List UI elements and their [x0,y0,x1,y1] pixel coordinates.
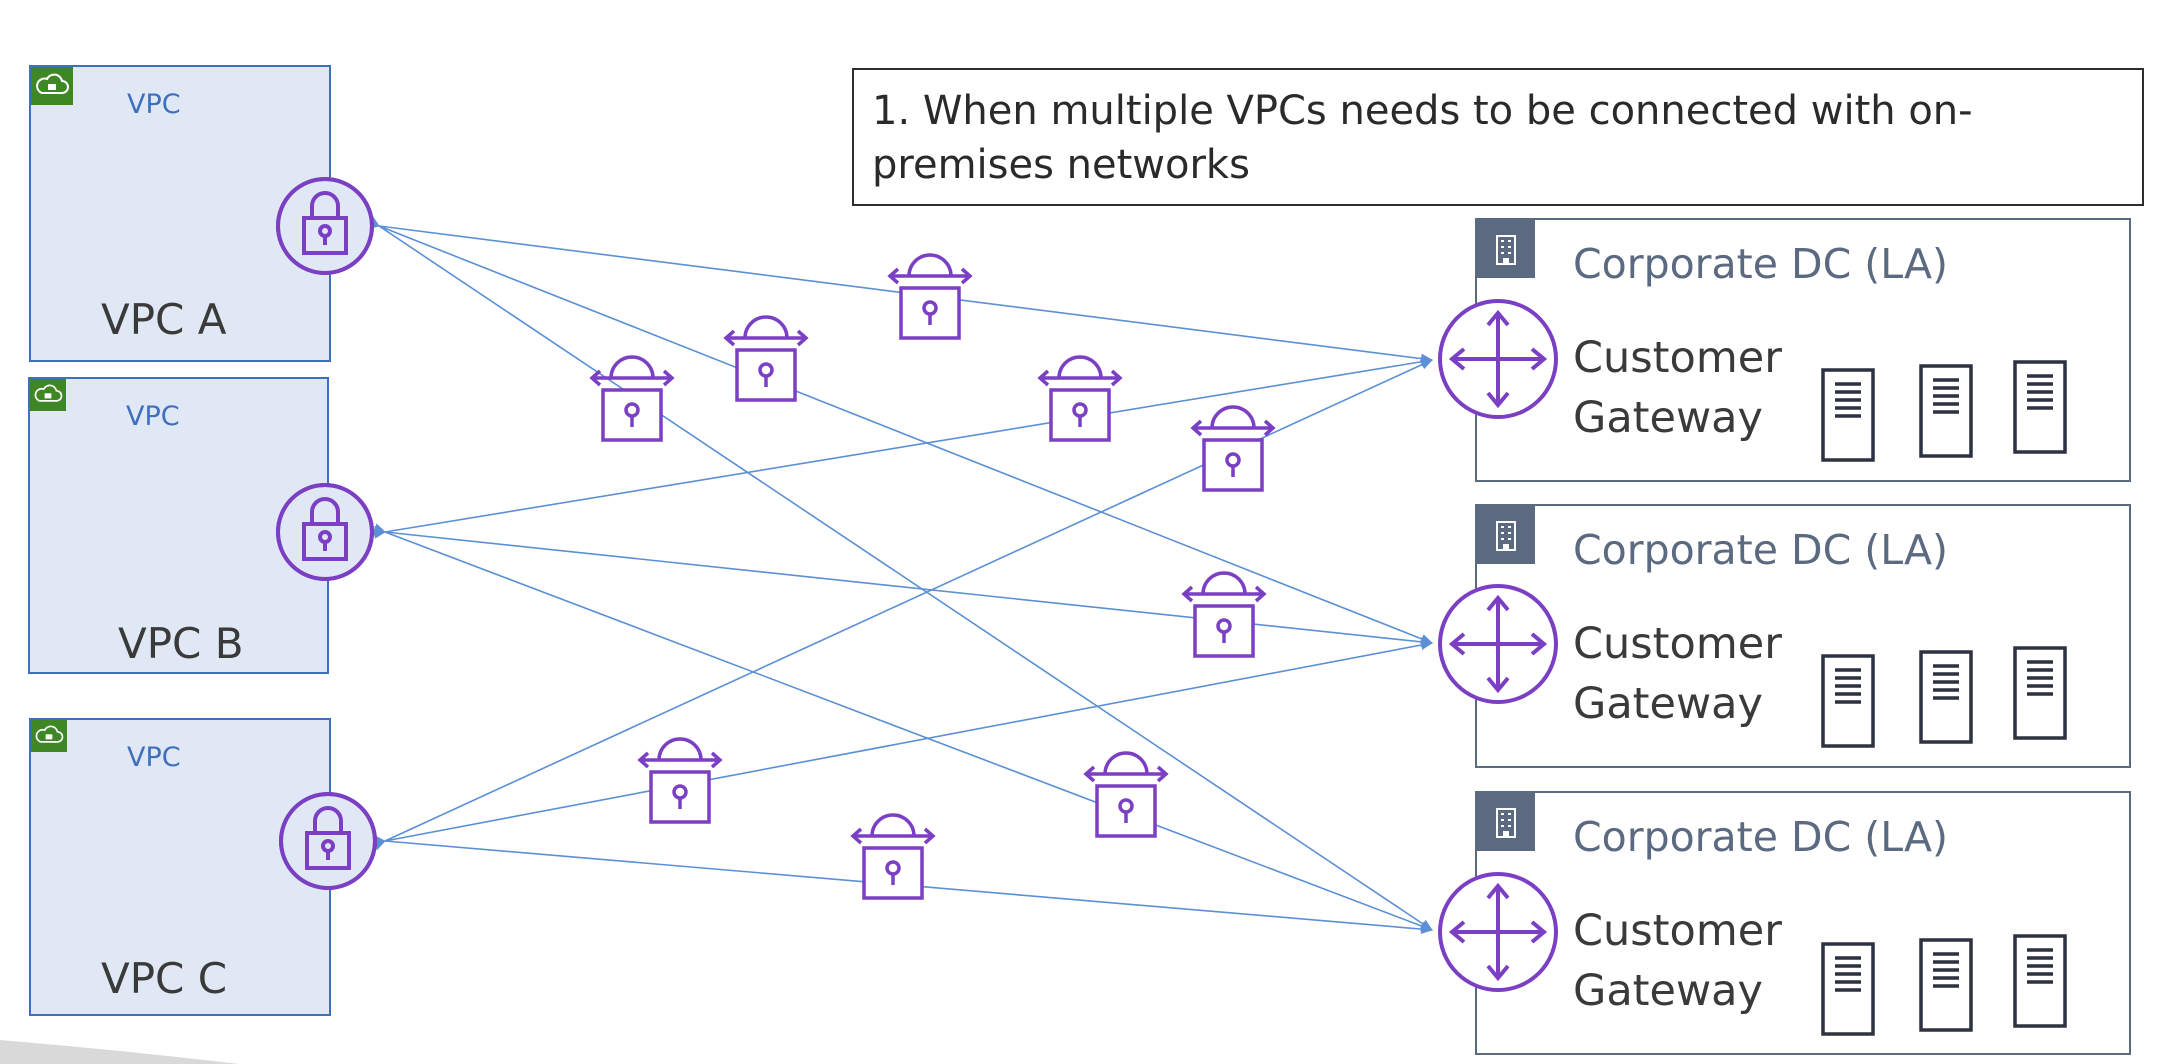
vpc-name: VPC C [101,954,228,1003]
server-icon [2013,646,2067,740]
server-icon [1919,364,1973,458]
gateway-line-2: Gateway [1573,679,1763,729]
callout-line-1: 1. When multiple VPCs needs to be connec… [872,88,1973,134]
customer-gateway-label: Customer Gateway [1573,901,1782,1021]
corporate-dc-2: Corporate DC (LA) Customer Gateway [1475,504,2131,768]
vpc-name: VPC A [101,295,227,344]
dc-title: Corporate DC (LA) [1573,526,1949,574]
vpn-connection-icon [887,253,973,340]
vpc-tag: VPC [126,401,180,432]
vpn-connection-icon [1190,405,1276,492]
server-icon [1919,938,1973,1032]
building-icon [1477,220,1535,278]
callout-line-2: premises networks [872,142,1250,188]
vpn-link-b-dc2 [373,525,1433,647]
gateway-line-1: Customer [1573,333,1782,383]
vpc-tag: VPC [127,742,181,773]
cloud-lock-icon [31,67,73,105]
cloud-lock-icon [31,720,67,752]
gateway-line-2: Gateway [1573,966,1763,1016]
cloud-lock-icon [30,379,66,411]
gateway-line-2: Gateway [1573,393,1763,443]
vpn-connection-icon [1181,571,1267,658]
vpc-name: VPC B [118,619,244,668]
callout-box: 1. When multiple VPCs needs to be connec… [852,68,2144,206]
server-icon [2013,934,2067,1028]
building-icon [1477,506,1535,564]
vpc-tag: VPC [127,89,181,120]
vpn-connection-icon [1083,751,1169,838]
vpn-gateway-lock-icon [279,792,377,890]
dc-title: Corporate DC (LA) [1573,813,1949,861]
customer-gateway-label: Customer Gateway [1573,614,1782,734]
vpn-connection-icon [723,315,809,402]
server-icon [1821,654,1875,748]
vpn-gateway-lock-icon [276,177,374,275]
server-icon [2013,360,2067,454]
router-icon [1438,299,1558,419]
building-icon [1477,793,1535,851]
vpn-link-b-dc1 [373,356,1433,539]
server-icon [1821,368,1875,462]
vpc-b-box: VPC VPC B [28,377,329,674]
gateway-line-1: Customer [1573,619,1782,669]
server-icon [1919,650,1973,744]
router-icon [1438,584,1558,704]
vpn-link-c-dc2 [373,640,1433,848]
gateway-line-1: Customer [1573,906,1782,956]
vpc-c-box: VPC VPC C [29,718,331,1016]
customer-gateway-label: Customer Gateway [1573,328,1782,448]
vpn-connection-icon [637,737,723,824]
vpn-connection-icon [589,355,675,442]
slide-corner-decoration [0,1040,240,1064]
vpn-link-c-dc1 [372,359,1433,851]
vpn-connection-icon [850,813,936,900]
vpn-gateway-lock-icon [276,483,374,581]
dc-title: Corporate DC (LA) [1573,240,1949,288]
corporate-dc-3: Corporate DC (LA) Customer Gateway [1475,791,2131,1055]
server-icon [1821,942,1875,1036]
vpn-connection-icon [1037,355,1123,442]
router-icon [1438,872,1558,992]
